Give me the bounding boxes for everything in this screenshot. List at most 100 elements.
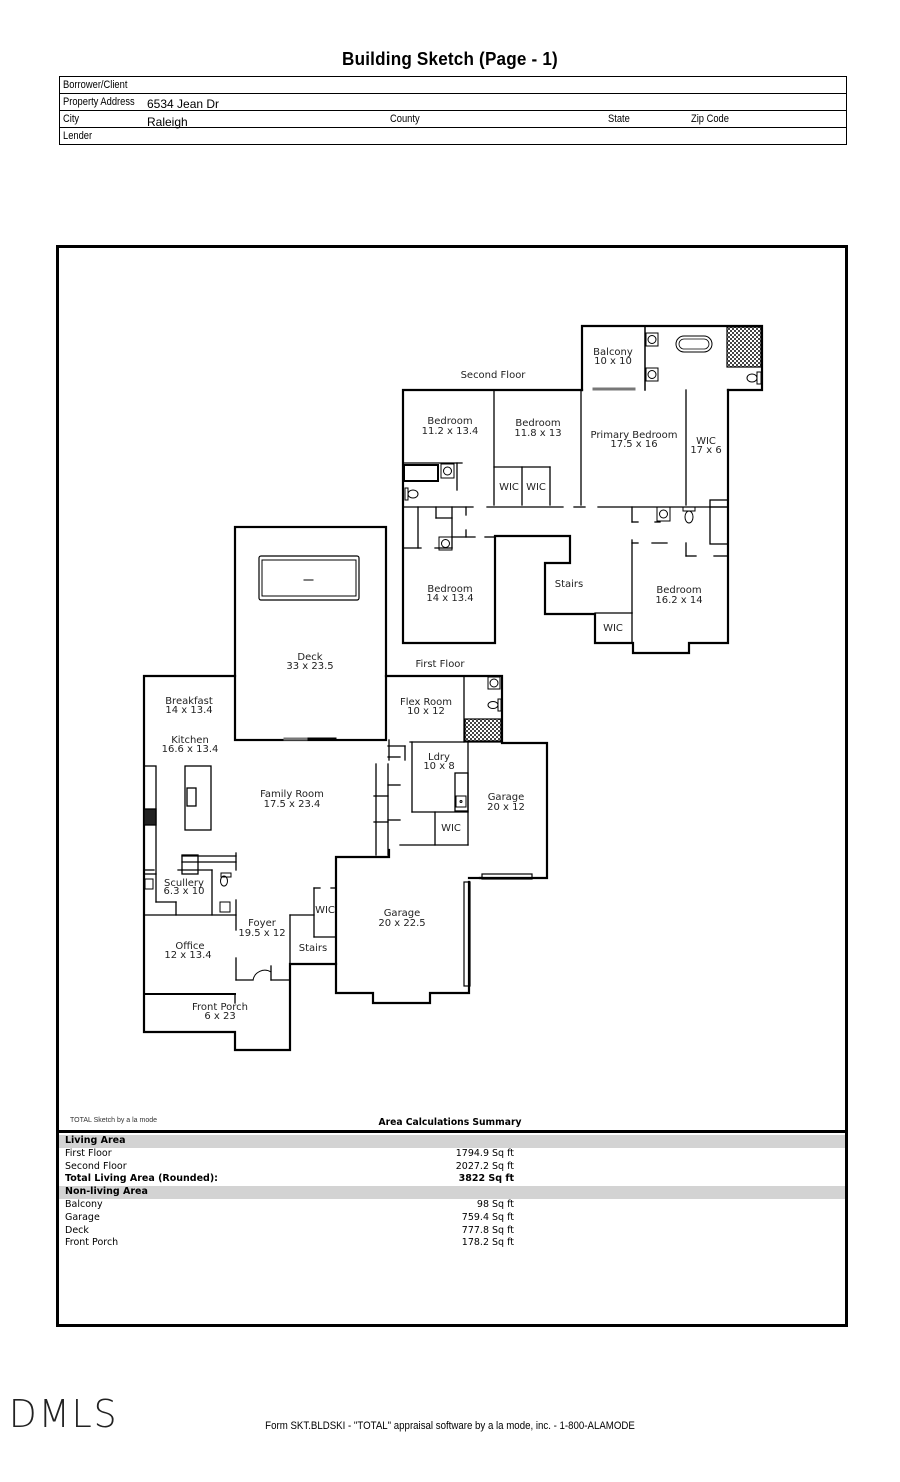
room-name: Deck bbox=[297, 652, 322, 663]
address-value: 6534 Jean Dr bbox=[147, 97, 220, 111]
room-dims: 14 x 13.4 bbox=[426, 593, 473, 604]
zip-label: Zip Code bbox=[691, 113, 729, 125]
sink-icon bbox=[219, 901, 231, 913]
room-name: Balcony bbox=[593, 347, 633, 358]
garage-door-icon bbox=[481, 873, 533, 880]
room-dims: 19.5 x 12 bbox=[238, 928, 285, 939]
section-label: Living Area bbox=[65, 1135, 126, 1146]
room-dims: 11.2 x 13.4 bbox=[422, 426, 479, 437]
sink-icon bbox=[487, 676, 501, 690]
bathtub-icon bbox=[403, 464, 439, 482]
room-dims: 10 x 10 bbox=[594, 356, 632, 367]
row-label: Deck bbox=[65, 1224, 89, 1236]
row-value: 759.4 Sq ft bbox=[461, 1211, 514, 1223]
room-dims: 16.6 x 13.4 bbox=[162, 744, 219, 755]
room-name: WIC bbox=[696, 436, 716, 447]
room-dims: 6 x 23 bbox=[204, 1011, 235, 1022]
room-name: Ldry bbox=[428, 752, 450, 763]
room-name: Family Room bbox=[260, 789, 324, 800]
row-value: 1794.9 Sq ft bbox=[455, 1147, 514, 1159]
room-name: Front Porch bbox=[192, 1002, 248, 1013]
summary-title: Area Calculations Summary bbox=[378, 1117, 522, 1128]
room-dims: 10 x 12 bbox=[407, 706, 445, 717]
room-dims: 33 x 23.5 bbox=[286, 661, 333, 672]
room-dims: 14 x 13.4 bbox=[165, 705, 212, 716]
table-row: Deck 777.8 Sq ft bbox=[59, 1225, 845, 1238]
table-row: Garage 759.4 Sq ft bbox=[59, 1212, 845, 1225]
row-value: 777.8 Sq ft bbox=[461, 1224, 514, 1236]
room-name: Garage bbox=[488, 792, 525, 803]
room-name: Flex Room bbox=[400, 697, 452, 708]
room-name: Bedroom bbox=[656, 585, 701, 596]
room-name: Bedroom bbox=[515, 418, 560, 429]
garage-door-icon bbox=[463, 881, 471, 987]
hot-tub-icon bbox=[258, 555, 360, 601]
room-dims: 17.5 x 16 bbox=[610, 439, 657, 450]
borrower-label: Borrower/Client bbox=[63, 79, 128, 91]
room-name: WIC bbox=[526, 482, 546, 493]
room-name: WIC bbox=[315, 905, 335, 916]
row-label: Garage bbox=[65, 1211, 100, 1223]
room-dims: 10 x 8 bbox=[423, 761, 454, 772]
kitchen-island bbox=[184, 765, 212, 831]
deck-outline bbox=[233, 525, 388, 742]
first-floor-plan bbox=[142, 525, 549, 1052]
row-value: 3822 Sq ft bbox=[458, 1173, 514, 1185]
room-dims: 20 x 22.5 bbox=[378, 918, 425, 929]
room-name: Stairs bbox=[555, 579, 584, 590]
city-value: Raleigh bbox=[147, 115, 188, 129]
sink-icon bbox=[440, 463, 455, 479]
table-row: Second Floor 2027.2 Sq ft bbox=[59, 1161, 845, 1174]
sink-icon bbox=[438, 536, 453, 551]
total-living-row: Total Living Area (Rounded): 3822 Sq ft bbox=[59, 1173, 845, 1186]
first-floor-label: First Floor bbox=[415, 659, 465, 670]
bathtub-icon bbox=[675, 335, 713, 353]
sink-icon bbox=[455, 795, 467, 808]
area-summary-table: Living Area First Floor 1794.9 Sq ft Sec… bbox=[59, 1130, 845, 1250]
room-name: Breakfast bbox=[165, 696, 213, 707]
row-label: Total Living Area (Rounded): bbox=[65, 1173, 218, 1185]
second-floor-plan bbox=[401, 324, 764, 655]
room-name: Foyer bbox=[248, 918, 277, 929]
sink-icon bbox=[656, 506, 671, 522]
row-value: 178.2 Sq ft bbox=[461, 1237, 514, 1249]
table-row: Balcony 98 Sq ft bbox=[59, 1199, 845, 1212]
room-name: Garage bbox=[384, 908, 421, 919]
row-value: 2027.2 Sq ft bbox=[455, 1160, 514, 1172]
room-name: WIC bbox=[441, 823, 461, 834]
sink-icon bbox=[144, 878, 154, 890]
room-name: WIC bbox=[603, 623, 623, 634]
state-label: State bbox=[608, 113, 630, 125]
room-dims: 12 x 13.4 bbox=[164, 950, 211, 961]
address-label: Property Address bbox=[63, 96, 135, 108]
property-info-table: Borrower/Client Property Address 6534 Je… bbox=[59, 76, 847, 145]
toilet-icon bbox=[746, 371, 762, 385]
room-name: Bedroom bbox=[427, 416, 472, 427]
lender-row: Lender bbox=[60, 128, 846, 144]
room-dims: 11.8 x 13 bbox=[514, 428, 561, 439]
row-label: Front Porch bbox=[65, 1237, 119, 1249]
shower-tile-icon bbox=[464, 718, 502, 742]
form-footer: Form SKT.BLDSKI - "TOTAL" appraisal soft… bbox=[265, 1420, 635, 1432]
city-row: City Raleigh County State Zip Code bbox=[60, 111, 846, 129]
room-name: Scullery bbox=[164, 878, 204, 889]
room-dims: 6.3 x 10 bbox=[164, 886, 205, 897]
room-dims: 16.2 x 14 bbox=[655, 595, 702, 606]
borrower-row: Borrower/Client bbox=[60, 77, 846, 94]
room-name: Office bbox=[175, 941, 204, 952]
room-name: Kitchen bbox=[171, 735, 209, 746]
nonliving-area-header: Non-living Area bbox=[59, 1186, 845, 1199]
room-dims: 17.5 x 23.4 bbox=[264, 799, 321, 810]
row-label: Second Floor bbox=[65, 1160, 127, 1172]
shower-tile-icon bbox=[726, 326, 762, 368]
room-name: Primary Bedroom bbox=[590, 430, 677, 441]
second-floor-label: Second Floor bbox=[461, 370, 527, 381]
sketch-credit: TOTAL Sketch by a la mode bbox=[70, 1117, 158, 1124]
address-row: Property Address 6534 Jean Dr bbox=[60, 94, 846, 111]
room-name: WIC bbox=[499, 482, 519, 493]
room-dims: 17 x 6 bbox=[690, 445, 721, 456]
room-dims: 20 x 12 bbox=[487, 802, 525, 813]
table-row: Front Porch 178.2 Sq ft bbox=[59, 1237, 845, 1250]
room-name: Stairs bbox=[299, 943, 328, 954]
